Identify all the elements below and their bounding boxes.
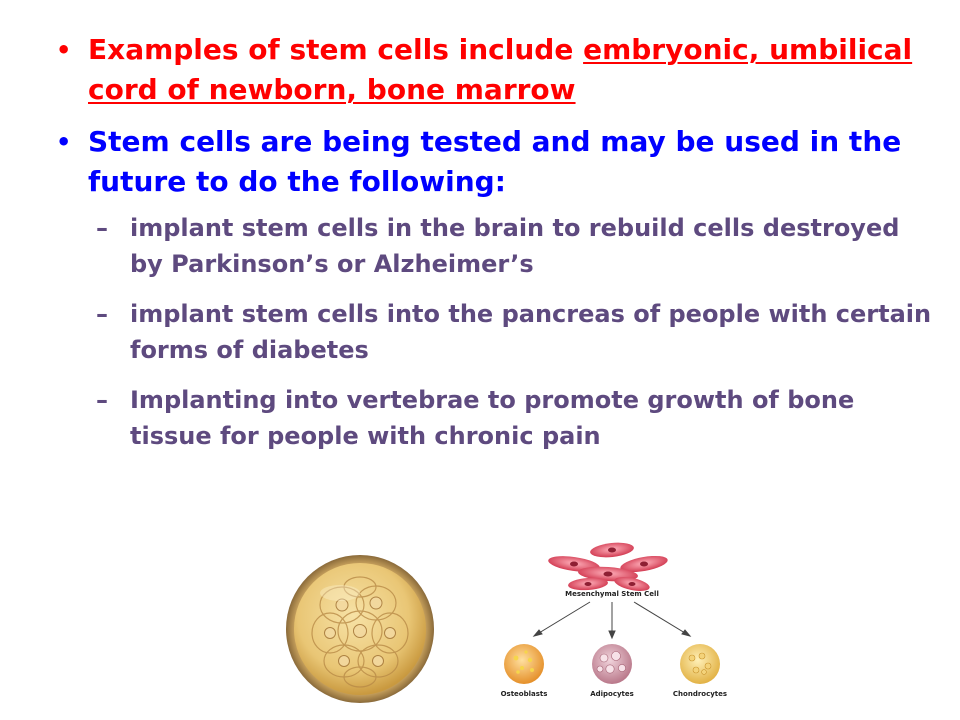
label-osteoblasts: Osteoblasts bbox=[501, 690, 548, 698]
bullet-future-uses-text: Stem cells are being tested and may be u… bbox=[88, 125, 902, 198]
bullet-list: Examples of stem cells include embryonic… bbox=[54, 30, 934, 468]
sub-bullet-brain: implant stem cells in the brain to rebui… bbox=[88, 210, 934, 282]
mesenchymal-diagram-svg: Mesenchymal Stem Cell bbox=[501, 542, 727, 698]
adipocyte-cell-icon bbox=[592, 644, 632, 684]
sub-bullet-pancreas: implant stem cells into the pancreas of … bbox=[88, 296, 934, 368]
sub-bullet-list: implant stem cells in the brain to rebui… bbox=[88, 210, 934, 454]
osteoblast-cell-icon bbox=[504, 644, 544, 684]
bullet-future-uses: Stem cells are being tested and may be u… bbox=[54, 122, 934, 454]
mesenchymal-diagram: Mesenchymal Stem Cell bbox=[492, 538, 732, 720]
chondrocyte-cell-icon bbox=[680, 644, 720, 684]
blastocyst-cell-cluster-icon bbox=[286, 555, 434, 703]
sub-bullet-vertebrae: Implanting into vertebrae to promote gro… bbox=[88, 382, 934, 454]
diagram-title: Mesenchymal Stem Cell bbox=[565, 590, 659, 598]
label-chondrocytes: Chondrocytes bbox=[673, 690, 727, 698]
stem-cell-types-underlined: embryonic, umbilical cord of newborn, bo… bbox=[88, 33, 913, 106]
bullet-lead-text: Examples of stem cells include bbox=[88, 33, 584, 66]
label-adipocytes: Adipocytes bbox=[590, 690, 634, 698]
bullet-stem-cell-examples: Examples of stem cells include embryonic… bbox=[54, 30, 934, 110]
embryo-cell-image bbox=[284, 553, 436, 705]
diagram-arrows bbox=[532, 601, 692, 640]
spindle-stem-cells-icon bbox=[548, 542, 668, 591]
